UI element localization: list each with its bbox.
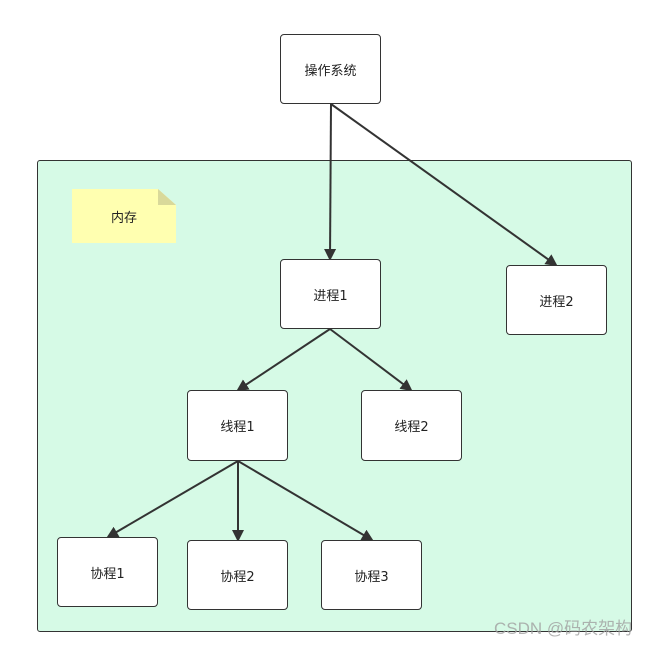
edge-thread1-to-coroutine3	[237, 460, 374, 542]
edge-os-to-process1	[324, 103, 337, 261]
node-coroutine2[interactable]: 协程2	[187, 540, 288, 610]
edge-os-to-process2	[330, 103, 558, 267]
watermark: CSDN @码农架构	[494, 619, 633, 638]
edge-thread1-to-coroutine1	[106, 460, 239, 539]
edge-process1-to-thread1	[236, 328, 331, 392]
node-process2[interactable]: 进程2	[506, 265, 607, 335]
edge-process1-to-thread2	[329, 328, 413, 392]
memory-note-label: 内存	[110, 210, 137, 226]
node-os[interactable]: 操作系统	[280, 34, 381, 104]
node-coroutine3[interactable]: 协程3	[321, 540, 422, 610]
node-thread2[interactable]: 线程2	[361, 390, 462, 461]
node-thread1[interactable]: 线程1	[187, 390, 288, 461]
node-coroutine1[interactable]: 协程1	[57, 537, 158, 607]
node-process1[interactable]: 进程1	[280, 259, 381, 329]
